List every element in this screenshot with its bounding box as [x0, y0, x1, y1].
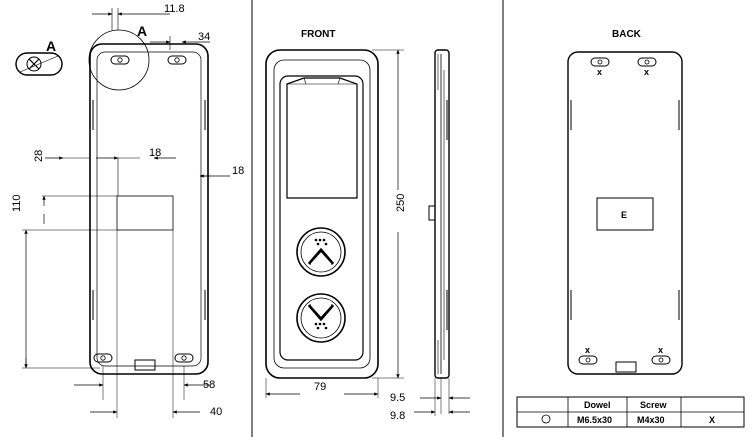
back-slot-bottom-left — [578, 355, 598, 365]
table-cell-mark: X — [709, 415, 715, 425]
back-view: BACK x x E x x — [567, 29, 683, 375]
bottom-connector — [134, 359, 156, 371]
dim-34: 34 — [198, 31, 210, 43]
dim-18-right: 18 — [232, 165, 244, 177]
back-slot-top-left — [590, 57, 610, 67]
left-view: A A 11.8 34 28 18 18 110 — [11, 3, 244, 418]
table-cell-screw: M4x30 — [637, 415, 665, 425]
braille-down-icon — [314, 322, 328, 330]
slot-bottom-left — [93, 353, 113, 363]
back-center-label: E — [621, 210, 627, 220]
back-connector — [615, 361, 637, 373]
up-button[interactable] — [296, 227, 346, 277]
left-panel-outline — [89, 43, 209, 375]
front-display-panel — [279, 75, 364, 361]
table-header-screw: Screw — [640, 400, 668, 410]
up-arrow-icon — [307, 247, 335, 265]
dim-28: 28 — [33, 150, 45, 162]
back-label-box — [596, 197, 654, 231]
left-panel-inner — [96, 51, 202, 367]
table-header-dowel: Dowel — [584, 400, 611, 410]
detail-a-slot — [15, 52, 63, 76]
slot-top-right — [167, 55, 187, 65]
down-arrow-icon — [307, 304, 335, 322]
braille-up-icon — [314, 238, 328, 246]
down-button[interactable] — [296, 293, 346, 343]
front-display-window — [286, 77, 358, 199]
back-title: BACK — [612, 29, 642, 40]
back-slot-top-right — [637, 57, 657, 67]
detail-label-right: A — [137, 23, 147, 39]
table-cell-dowel: M6.5x30 — [577, 415, 612, 425]
dim-9-5: 9.5 — [390, 392, 405, 404]
back-slot-bottom-right — [651, 355, 671, 365]
front-view: FRONT — [265, 29, 407, 398]
front-inner-frame — [273, 59, 371, 369]
back-mark-bottom-left: x — [585, 345, 590, 355]
back-mark-bottom-right: x — [658, 345, 663, 355]
dim-250: 250 — [395, 194, 407, 212]
dim-11-8: 11.8 — [164, 3, 185, 15]
fixings-table: Dowel Screw M6.5x30 M4x30 X — [516, 396, 745, 428]
center-window — [116, 195, 174, 231]
dim-79: 79 — [314, 381, 326, 393]
front-title: FRONT — [301, 29, 335, 40]
back-outline — [567, 51, 683, 375]
side-connector — [428, 205, 436, 221]
detail-circle-a — [88, 29, 150, 91]
front-outer-frame — [265, 49, 379, 379]
dim-9-8: 9.8 — [390, 410, 405, 422]
dim-58: 58 — [203, 379, 215, 391]
back-mark-top-right: x — [644, 67, 649, 77]
back-mark-top-left: x — [597, 67, 602, 77]
detail-label-left: A — [46, 38, 56, 54]
slot-bottom-right — [174, 353, 194, 363]
dim-18-mid: 18 — [149, 147, 161, 159]
dowel-symbol-icon — [541, 414, 551, 424]
slot-top-left — [110, 55, 130, 65]
side-view: 9.5 9.8 — [390, 49, 470, 422]
dim-40: 40 — [210, 406, 222, 418]
dim-110: 110 — [11, 194, 23, 212]
